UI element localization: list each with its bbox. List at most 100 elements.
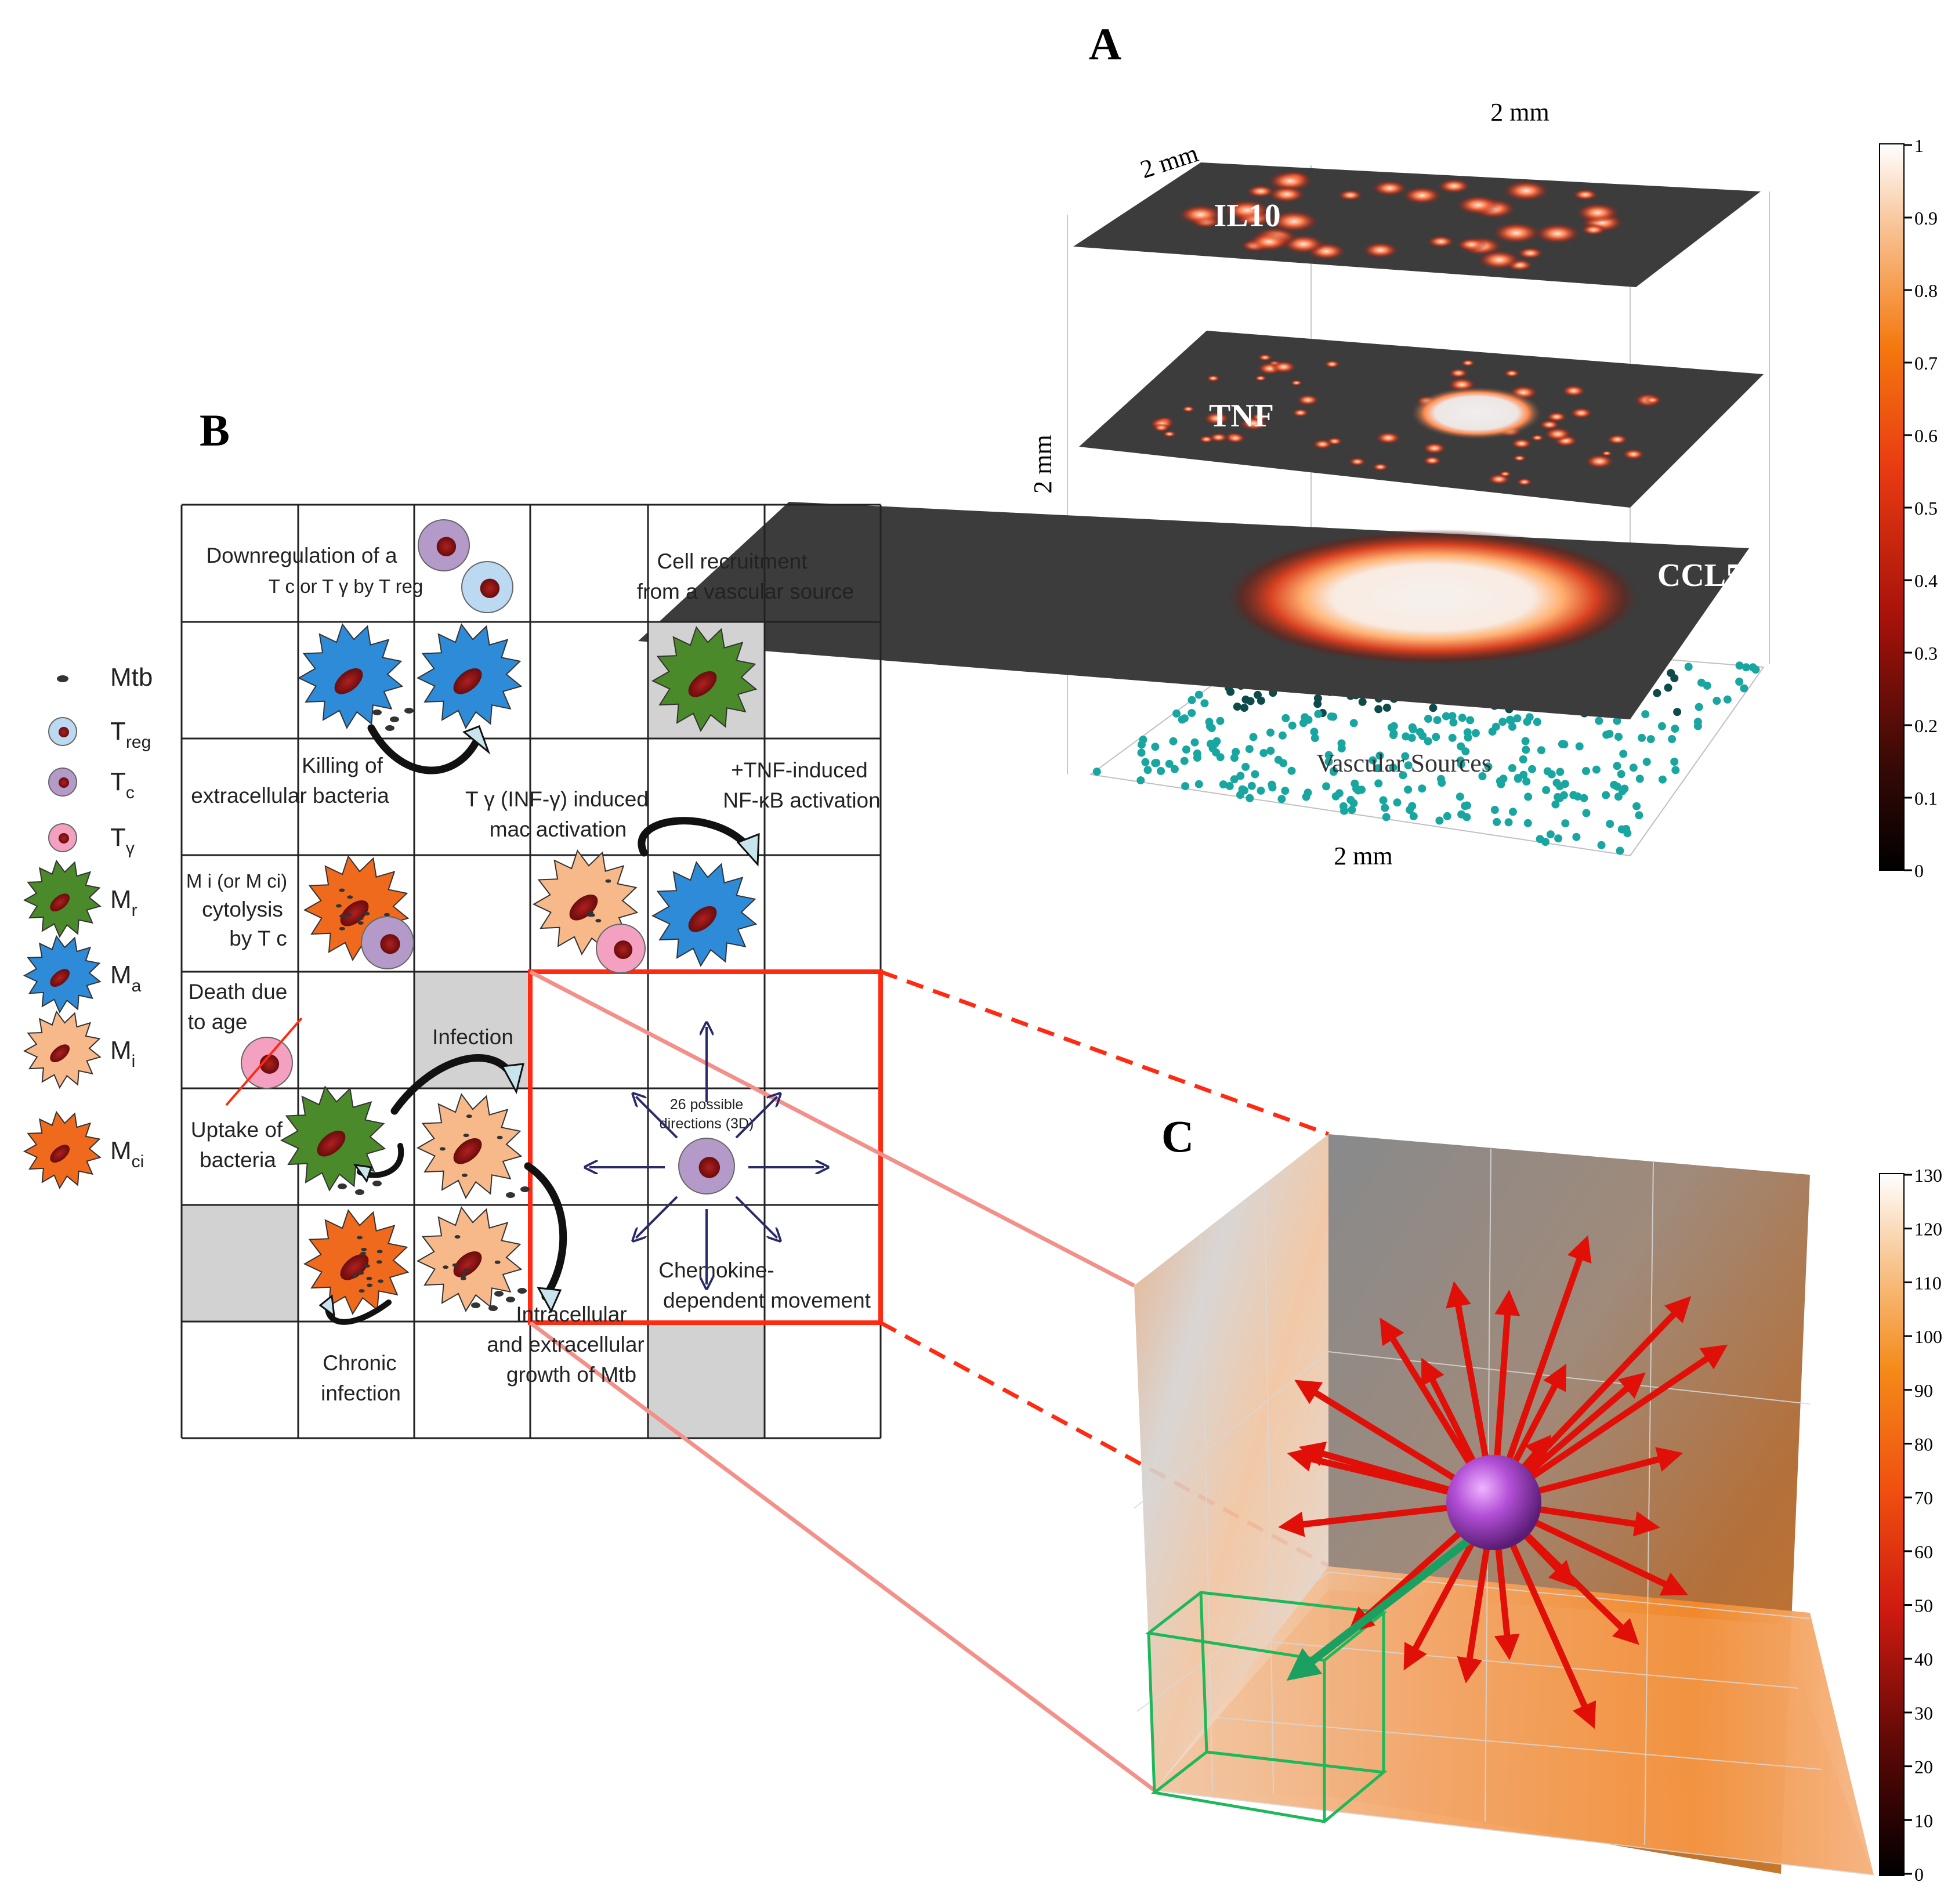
movement-arrow xyxy=(1529,1517,1688,1596)
ma-cell-nucleus xyxy=(688,906,717,932)
mtb-dot xyxy=(357,921,364,925)
colorbar-tick-label: 0.2 xyxy=(1914,715,1938,736)
vascular-dot xyxy=(1508,764,1516,772)
colorbar-tick-label: 120 xyxy=(1914,1219,1942,1240)
text-growth-1: Intracellular xyxy=(516,1302,627,1326)
dimension-label-top: 2 mm xyxy=(1490,98,1549,126)
vascular-dot xyxy=(1314,710,1323,718)
vascular-dot xyxy=(1614,792,1623,801)
vascular-dot xyxy=(1493,817,1501,826)
mci-cell xyxy=(303,1209,410,1315)
vascular-dot xyxy=(1232,748,1240,756)
vascular-dot xyxy=(1424,737,1432,745)
vascular-dot xyxy=(1448,733,1457,742)
movement-arrow xyxy=(1278,1504,1454,1537)
vascular-dot xyxy=(1582,809,1591,817)
mtb-dot xyxy=(494,1260,501,1264)
vascular-dot xyxy=(1560,740,1569,748)
vascular-dot xyxy=(1337,744,1346,753)
mtb-bacterium xyxy=(506,1297,515,1302)
mr-cell xyxy=(651,626,758,732)
dimension-label-height: 2 mm xyxy=(1029,435,1057,493)
mtb-dot xyxy=(463,1134,469,1138)
vascular-dot xyxy=(1713,697,1721,705)
il10-hotspot xyxy=(1456,237,1487,252)
vascular-dot xyxy=(1443,812,1451,820)
tnf-hotspot xyxy=(1251,412,1268,422)
tnf-hotspot xyxy=(1643,396,1661,404)
vascular-dot xyxy=(1404,761,1413,770)
vascular-dot xyxy=(1667,669,1675,678)
vascular-dot xyxy=(1382,813,1391,821)
vascular-dot xyxy=(1488,727,1497,736)
il10-hotspot xyxy=(1177,204,1224,225)
cell-texts: Downregulation of a T c or T γ by T reg … xyxy=(186,544,881,1405)
vascular-dot xyxy=(1268,783,1277,792)
panel-b-cells xyxy=(225,519,758,1315)
vascular-dot xyxy=(1374,705,1383,714)
vascular-dot xyxy=(1522,777,1531,786)
colorbar-tick-label: 0.3 xyxy=(1914,643,1938,664)
vascular-dot xyxy=(1449,718,1458,727)
il10-hotspot xyxy=(1267,171,1314,192)
legend-item-tc: Tc xyxy=(48,768,135,802)
legend-label: Mr xyxy=(110,885,137,920)
vascular-dot xyxy=(1193,754,1201,762)
text-cytolysis-2: cytolysis xyxy=(202,897,283,921)
il10-hotspot xyxy=(1437,178,1471,194)
tg-cell xyxy=(596,924,646,973)
vascular-dot xyxy=(1304,788,1312,797)
legend-label: Mi xyxy=(110,1036,135,1071)
mtb-dot xyxy=(443,1265,449,1269)
vascular-dot xyxy=(1278,731,1287,740)
vascular-dot xyxy=(1216,753,1225,762)
tnf-hotspot xyxy=(1516,477,1533,486)
vascular-dot xyxy=(1433,716,1442,725)
tc-cell-nucleus xyxy=(436,537,457,556)
tnf-hotspot xyxy=(1606,434,1628,445)
vascular-dot xyxy=(1508,722,1516,731)
mtb-bacterium xyxy=(390,716,399,722)
movement-arrow xyxy=(1507,1538,1596,1729)
mtb-bacterium xyxy=(488,1305,498,1311)
tc-cell xyxy=(361,916,414,969)
colorbar-a-ticks: 10.90.80.70.60.50.40.30.20.10 xyxy=(1904,135,1938,881)
mci-cell-nucleus xyxy=(340,1254,369,1280)
mtb-dot xyxy=(346,913,352,917)
vascular-dot xyxy=(1402,732,1410,741)
treg-cell xyxy=(461,561,513,613)
colorbar-tick-label: 50 xyxy=(1914,1595,1933,1616)
movement-arrow xyxy=(1457,1542,1491,1684)
tnf-hotspot xyxy=(1324,360,1341,368)
ma-cell-nucleus xyxy=(334,668,363,694)
mtb-bacterium xyxy=(338,1183,347,1189)
vascular-dot xyxy=(1241,695,1250,704)
vascular-dot xyxy=(1671,766,1680,774)
vascular-dot xyxy=(1461,747,1470,756)
tnf-hotspot xyxy=(1561,385,1587,397)
vascular-dot xyxy=(1389,722,1398,730)
colorbar-tick-label: 110 xyxy=(1914,1272,1942,1293)
mtb-bacterium xyxy=(471,1302,480,1308)
vascular-dot xyxy=(1418,784,1427,793)
tg-cell-nucleus xyxy=(614,940,633,960)
tnf-hotspot xyxy=(1153,423,1170,432)
treg-cell-nucleus xyxy=(480,578,500,598)
vascular-dot xyxy=(1664,683,1672,692)
vascular-dot xyxy=(1695,703,1703,711)
il10-hotspot xyxy=(1491,222,1542,244)
mtb-dot xyxy=(466,1114,472,1118)
vascular-dot xyxy=(1436,774,1445,783)
movement-arrow xyxy=(1493,1290,1520,1463)
vascular-dot xyxy=(1484,762,1493,771)
vascular-dot xyxy=(1092,768,1101,776)
tnf-hotspot xyxy=(1510,438,1533,450)
death-strike-line xyxy=(225,1017,303,1106)
tc-cell-nucleus xyxy=(380,934,400,954)
vascular-dot xyxy=(1241,762,1250,771)
vascular-dot xyxy=(1331,792,1340,801)
vascular-dot xyxy=(1572,832,1581,841)
vascular-dot xyxy=(1619,750,1628,758)
text-infection: Infection xyxy=(432,1025,513,1049)
process-arrow-heads xyxy=(318,725,760,1318)
